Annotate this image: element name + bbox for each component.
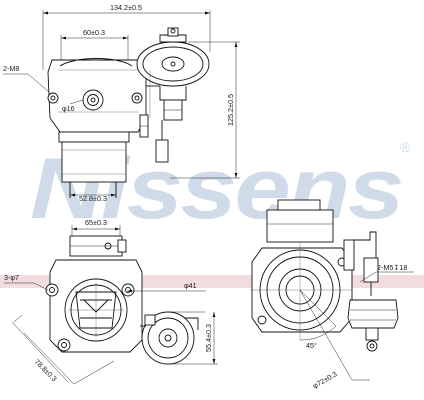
front-view: 65±0.3 55.4±0.3 xyxy=(4,218,218,385)
top-view: 134.2±0.5 60±0.3 52.8±0.3 xyxy=(3,3,240,203)
dim-bore: φ41 xyxy=(184,281,197,290)
label-bore: φ16 xyxy=(62,104,75,113)
dim-pcd: φ72±0.3 xyxy=(311,369,339,390)
label-thread-top: 2-M8 xyxy=(3,64,19,73)
label-holes: 3-φ7 xyxy=(4,273,19,282)
label-thread-side: 2-M5↧18 xyxy=(377,263,407,272)
dim-diag: 78.8±0.3 xyxy=(33,357,59,383)
dim-top-width: 65±0.3 xyxy=(85,218,107,227)
dim-height: 125.2±0.5 xyxy=(226,94,235,126)
dim-flange-width: 60±0.3 xyxy=(83,28,105,37)
dim-side: 55.4±0.3 xyxy=(204,324,213,352)
dim-overall-width: 134.2±0.5 xyxy=(110,3,142,12)
registered-mark: ® xyxy=(400,139,411,155)
dim-angle: 45° xyxy=(306,341,317,350)
dim-outlet: 52.8±0.3 xyxy=(79,194,107,203)
